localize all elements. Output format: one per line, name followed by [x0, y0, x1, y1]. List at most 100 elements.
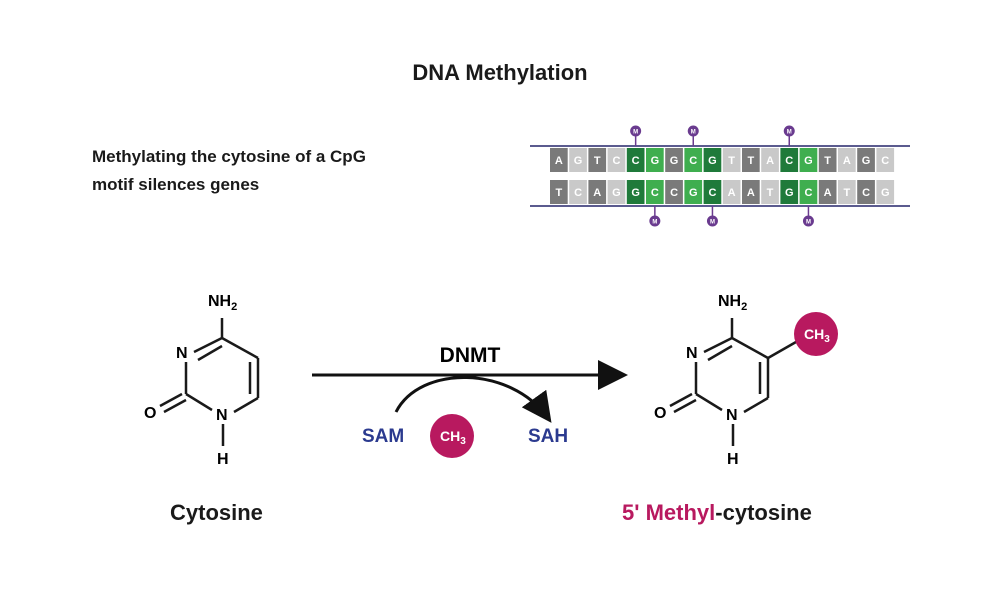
top-base-6 — [665, 148, 683, 172]
bottom-base-letter-11: T — [767, 187, 774, 199]
methyl-group-ball — [794, 312, 838, 356]
bottom-base-letter-7: G — [689, 187, 698, 199]
bottom-base-6 — [665, 180, 683, 204]
methylcytosine-name-prefix: 5' Methyl — [622, 500, 716, 525]
bottom-base-letter-15: T — [843, 187, 850, 199]
top-base-letter-16: G — [862, 155, 871, 167]
bottom-base-letter-13: C — [804, 187, 812, 199]
top-base-5 — [646, 148, 664, 172]
methylcytosine-h-label: H — [727, 451, 739, 468]
top-base-letter-3: C — [612, 155, 620, 167]
bottom-base-5 — [646, 180, 664, 204]
top-base-letter-0: A — [555, 155, 563, 167]
top-base-13 — [799, 148, 818, 172]
top-base-16 — [857, 148, 875, 172]
bottom-base-letter-17: G — [881, 187, 890, 199]
top-base-7 — [684, 148, 703, 172]
top-base-3 — [607, 148, 626, 172]
methyl-mark — [630, 125, 642, 137]
methyl-group-label: CH3 — [804, 326, 830, 345]
methyl-mark-letter: M — [710, 220, 715, 226]
description: Methylating the cytosine of a CpG motif … — [92, 143, 492, 199]
bottom-base-letter-14: A — [824, 187, 832, 199]
bottom-base-0 — [550, 180, 568, 204]
bottom-base-letter-16: C — [862, 187, 870, 199]
enzyme-label: DNMT — [440, 344, 501, 367]
bottom-base-letter-2: A — [593, 187, 601, 199]
methyl-mark — [687, 125, 699, 137]
methylcytosine-n3-label: N — [686, 345, 698, 362]
bottom-base-10 — [742, 180, 760, 204]
top-base-letter-7: C — [689, 155, 697, 167]
methyl-mark-letter: M — [806, 220, 811, 226]
bottom-base-letter-4: G — [631, 187, 640, 199]
methyl-mark — [649, 215, 661, 227]
bottom-base-letter-10: A — [747, 187, 755, 199]
bottom-base-2 — [588, 180, 607, 204]
bottom-base-13 — [799, 180, 818, 204]
bottom-base-15 — [838, 180, 856, 204]
top-base-letter-10: T — [747, 155, 754, 167]
methyl-mark — [706, 215, 718, 227]
methyl-marks: M M M M M M — [630, 125, 814, 227]
bottom-base-7 — [684, 180, 703, 204]
description-line-2: motif silences genes — [92, 175, 260, 194]
cytosine-h-label: H — [217, 451, 229, 468]
bottom-base-8 — [703, 180, 722, 204]
cytosine-nh2-label: NH2 — [208, 293, 237, 313]
top-base-letter-13: G — [804, 155, 813, 167]
top-base-letter-17: C — [881, 155, 889, 167]
methylcytosine-nh2-label: NH2 — [718, 293, 747, 313]
top-base-2 — [588, 148, 607, 172]
top-base-letter-12: C — [785, 155, 793, 167]
methylcytosine-n1-label: N — [726, 407, 738, 424]
bottom-base-letter-1: C — [574, 187, 582, 199]
top-base-9 — [722, 148, 741, 172]
methyl-mark-letter: M — [652, 220, 657, 226]
bottom-base-letter-3: G — [612, 187, 621, 199]
bottom-base-11 — [761, 180, 779, 204]
top-base-17 — [876, 148, 895, 172]
top-base-letter-14: T — [824, 155, 831, 167]
cytosine-o-label: O — [144, 405, 156, 422]
top-base-12 — [780, 148, 799, 172]
bottom-base-17 — [876, 180, 895, 204]
methylcytosine-name-suffix: cytosine — [722, 500, 812, 525]
bottom-base-letter-6: C — [670, 187, 678, 199]
bottom-base-4 — [626, 180, 645, 204]
sam-methyl-ball — [430, 414, 474, 458]
methyl-mark-letter: M — [691, 130, 696, 136]
top-base-letter-2: T — [594, 155, 601, 167]
methyl-mark — [783, 125, 795, 137]
cytosine-n3-label: N — [176, 345, 188, 362]
cofactor-curved-arrow — [394, 376, 552, 423]
top-base-letter-5: G — [651, 155, 660, 167]
top-base-11 — [761, 148, 779, 172]
bottom-base-12 — [780, 180, 799, 204]
top-base-0 — [550, 148, 568, 172]
sam-label: SAM — [362, 426, 404, 447]
top-base-letter-9: T — [728, 155, 735, 167]
methyl-mark-letter: M — [633, 130, 638, 136]
bottom-base-3 — [607, 180, 626, 204]
reaction-arrow: DNMT SAM CH3 SAH — [312, 344, 628, 458]
top-base-8 — [703, 148, 722, 172]
bottom-base-letter-12: G — [785, 187, 794, 199]
sam-methyl-label: CH3 — [440, 428, 466, 447]
top-base-letter-6: G — [670, 155, 679, 167]
cytosine-structure: NH2 N O N H — [144, 293, 260, 468]
bottom-base-9 — [722, 180, 741, 204]
top-base-letter-4: C — [632, 155, 640, 167]
bottom-base-14 — [818, 180, 837, 204]
methylcytosine-name-dash: - — [715, 500, 723, 525]
methyl-mark — [802, 215, 814, 227]
top-base-10 — [742, 148, 760, 172]
cytosine-name: Cytosine — [170, 500, 263, 525]
page-title: DNA Methylation — [412, 60, 588, 85]
methylcytosine-structure: NH2 N O N H CH3 — [654, 293, 838, 468]
sah-label: SAH — [528, 426, 568, 447]
bottom-base-letter-9: A — [728, 187, 736, 199]
methyl-mark-letter: M — [787, 130, 792, 136]
